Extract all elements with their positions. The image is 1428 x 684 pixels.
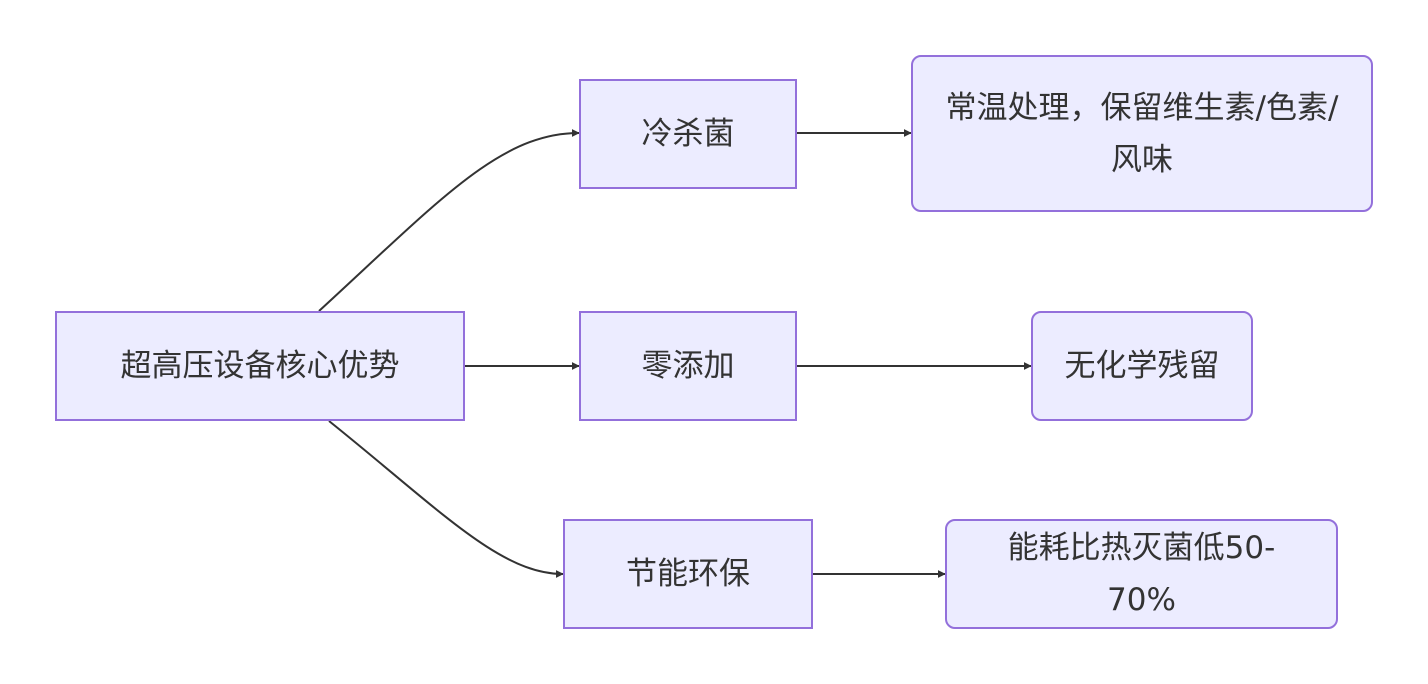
cold-sterilization-detail-label: 常温处理，保留维生素/色素/风味 — [945, 89, 1339, 178]
zero-additive-node: 零添加 — [579, 311, 797, 421]
root-node-label: 超高压设备核心优势 — [120, 348, 400, 384]
energy-saving-detail-label: 能耗比热灭菌低50-70% — [1007, 530, 1276, 618]
zero-additive-label: 零添加 — [641, 348, 735, 384]
cold-sterilization-node: 冷杀菌 — [579, 79, 797, 189]
energy-saving-label: 节能环保 — [626, 556, 750, 592]
root-node: 超高压设备核心优势 — [55, 311, 465, 421]
cold-sterilization-detail-node: 常温处理，保留维生素/色素/风味 — [911, 55, 1373, 212]
zero-additive-detail-node: 无化学残留 — [1031, 311, 1253, 421]
energy-saving-detail-node: 能耗比热灭菌低50-70% — [945, 519, 1338, 629]
edge-root-to-energy-saving — [328, 420, 564, 578]
energy-saving-node: 节能环保 — [563, 519, 813, 629]
zero-additive-detail-label: 无化学残留 — [1064, 348, 1220, 384]
edge-root-to-cold-sterilization — [318, 129, 580, 312]
cold-sterilization-label: 冷杀菌 — [641, 116, 735, 152]
